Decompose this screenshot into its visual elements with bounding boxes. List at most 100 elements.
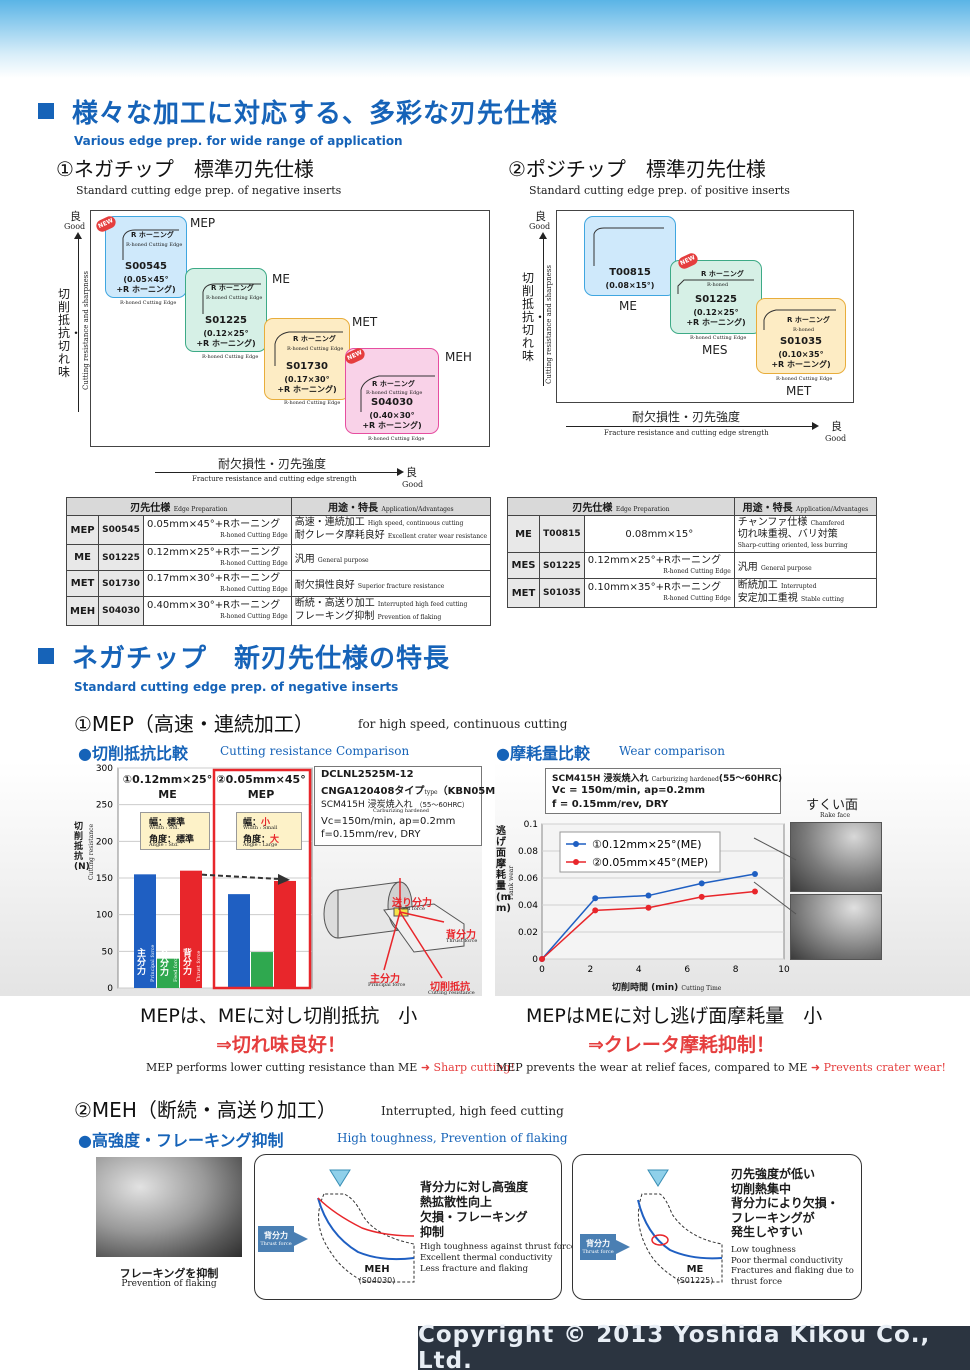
wear-conditions: SCM415H 浸炭焼入れ Carburizing hardened(55～60… <box>545 768 782 814</box>
diag-thrust: 背分力 <box>446 930 476 941</box>
neg-label-met: MET <box>352 315 378 329</box>
me-box-text: 刃先強度が低い切削熱集中背分力により欠損・フレーキングが発生しやすい <box>731 1167 839 1239</box>
cutting-tool-diagram <box>323 878 465 979</box>
section1-title: 様々な加工に対応する、多彩な刃先仕様 <box>72 99 559 129</box>
wear-xlabel: 切削時間 (min) Cutting Time <box>612 983 722 993</box>
pos-x-axis-label-en: Fracture resistance and cutting edge str… <box>604 429 769 437</box>
wear-point <box>645 904 652 911</box>
resist-conditions: DCLNL2525M-12 CNGA120408タイプtype（KBN05M） … <box>314 766 505 846</box>
pos-y-axis-label: 切削抵抗・切れ味 <box>522 271 547 363</box>
rake-photo-mep <box>790 894 882 960</box>
wear-point <box>698 880 705 887</box>
wear-title: ●摩耗量比較 <box>496 744 590 763</box>
pos-card-met-rhone-en: R-honed Cutting Edge <box>776 376 833 382</box>
reduction-arrow <box>201 873 279 880</box>
legend-label: ①0.12mm×25°(ME) <box>592 838 702 851</box>
copyright-footer: Copyright © 2013 Yoshida Kikou Co., Ltd. <box>418 1322 970 1370</box>
resist-y-tick: 0 <box>107 984 113 994</box>
neg-x-axis-label-en: Fracture resistance and cutting edge str… <box>192 475 357 483</box>
diag-feed-en: Feed force <box>398 906 425 912</box>
pos-good-top-en: Good <box>529 222 551 231</box>
mep-title-en: for high speed, continuous cutting <box>358 717 568 731</box>
resist-bar <box>274 880 296 988</box>
flaking-photo <box>96 1157 242 1257</box>
section2-bullet <box>38 648 54 664</box>
resist-bar <box>180 870 202 988</box>
rake-face-label-en: Rake face <box>820 812 851 819</box>
neg-title: ①ネガチップ 標準刃先仕様 <box>56 157 314 181</box>
pos-good-top: 良 <box>535 210 546 223</box>
pos-y-arrow <box>543 236 544 386</box>
wear-x-tick: 8 <box>733 965 739 975</box>
meh-thrust-label: 背分力 <box>264 1231 288 1240</box>
pos-y-axis-label-en: Cutting resistance and sharpness <box>545 265 553 384</box>
pos-title: ②ポジチップ 標準刃先仕様 <box>508 157 766 181</box>
wear-x-tick: 10 <box>778 965 790 975</box>
me-edge-diagram <box>580 1169 723 1283</box>
rake-face-label: すくい面 <box>806 798 859 813</box>
neg-label-mep: MEP <box>190 216 216 230</box>
table-header-row: 刃先仕様 Edge Preparation 用途・特長 Application/… <box>66 497 492 516</box>
wear-x-tick: 2 <box>588 965 594 975</box>
resist-y-tick: 300 <box>96 764 113 774</box>
section-bullet <box>38 103 54 119</box>
wear-point <box>592 907 599 914</box>
meh-box-name: MEH <box>364 1264 390 1275</box>
me-thrust-label: 背分力 <box>586 1239 610 1248</box>
flaking-photo-caption-en: Prevention of flaking <box>121 1279 217 1289</box>
pos-card-mes-rhone-en: R-honed Cutting Edge <box>690 335 747 341</box>
wear-y-tick: 0.08 <box>518 847 538 857</box>
wear-x-tick: 0 <box>539 965 545 975</box>
wear-point <box>698 893 705 900</box>
meh-sub-en: High toughness, Prevention of flaking <box>337 1131 568 1145</box>
pos-x-axis-label: 耐欠損性・刃先強度 <box>632 410 741 424</box>
result-left-2: ⇒切れ味良好！ <box>216 1034 346 1056</box>
neg-good-right: 良 <box>406 466 417 479</box>
diag-principal: 主分力 <box>370 974 400 985</box>
wear-point <box>592 895 599 902</box>
wear-x-tick: 6 <box>684 965 690 975</box>
result-left-en: MEP performs lower cutting resistance th… <box>146 1061 515 1074</box>
pos-label-met: MET <box>786 384 812 398</box>
diag-cutting: 切削抵抗 <box>430 982 470 993</box>
bar-label-principal-en: Principal force <box>150 944 156 982</box>
bar-label-feed-en: Feed force <box>173 955 179 982</box>
diag-feed: 送り分力 <box>392 898 432 909</box>
group2-sub: MEP <box>247 788 275 801</box>
section2-title: ネガチップ 新刃先仕様の特長 <box>72 644 451 674</box>
section2-subtitle: Standard cutting edge prep. of negative … <box>74 680 399 694</box>
meh-box-code: (S04030) <box>358 1276 396 1285</box>
neg-y-axis-label: 切削抵抗・切れ味 <box>58 287 83 379</box>
group2-label: ②0.05mm×45° <box>216 773 306 786</box>
neg-y-axis-label-en: Cutting resistance and sharpness <box>82 271 90 390</box>
neg-y-arrowhead <box>74 232 82 239</box>
wear-ylabel: 逃げ面摩耗量 (mm) <box>496 826 511 914</box>
wear-title-en: Wear comparison <box>619 744 726 758</box>
resist-bar <box>134 874 156 988</box>
meh-title-en: Interrupted, high feed cutting <box>381 1104 564 1118</box>
group2-info: 幅：小 Width : Small 角度：大 Angle : Large <box>236 812 302 850</box>
neg-good-top: 良 <box>70 210 81 223</box>
neg-spec-table: 刃先仕様 Edge Preparation 用途・特長 Application/… <box>65 497 492 626</box>
diag-principal-en: Principal force <box>368 982 406 988</box>
pos-card-mes: R ホーニング R-honed S01225 (0.12×25° +R ホーニン… <box>670 260 762 334</box>
wear-y-tick: 0 <box>532 955 538 965</box>
neg-card-me-rhone-en: R-honed Cutting Edge <box>202 354 259 360</box>
neg-x-arrowhead <box>397 468 404 476</box>
table-header-row: 刃先仕様 Edge Preparation 用途・特長 Application/… <box>507 497 878 516</box>
legend-marker <box>573 841 579 847</box>
section1-subtitle: Various edge prep. for wide range of app… <box>74 134 403 148</box>
neg-card-met-rhone-en: R-honed Cutting Edge <box>284 400 341 406</box>
neg-edge-drawings <box>122 229 435 412</box>
wear-point <box>539 956 545 962</box>
neg-x-arrow <box>155 472 399 473</box>
meh-edge-diagram <box>258 1169 415 1283</box>
